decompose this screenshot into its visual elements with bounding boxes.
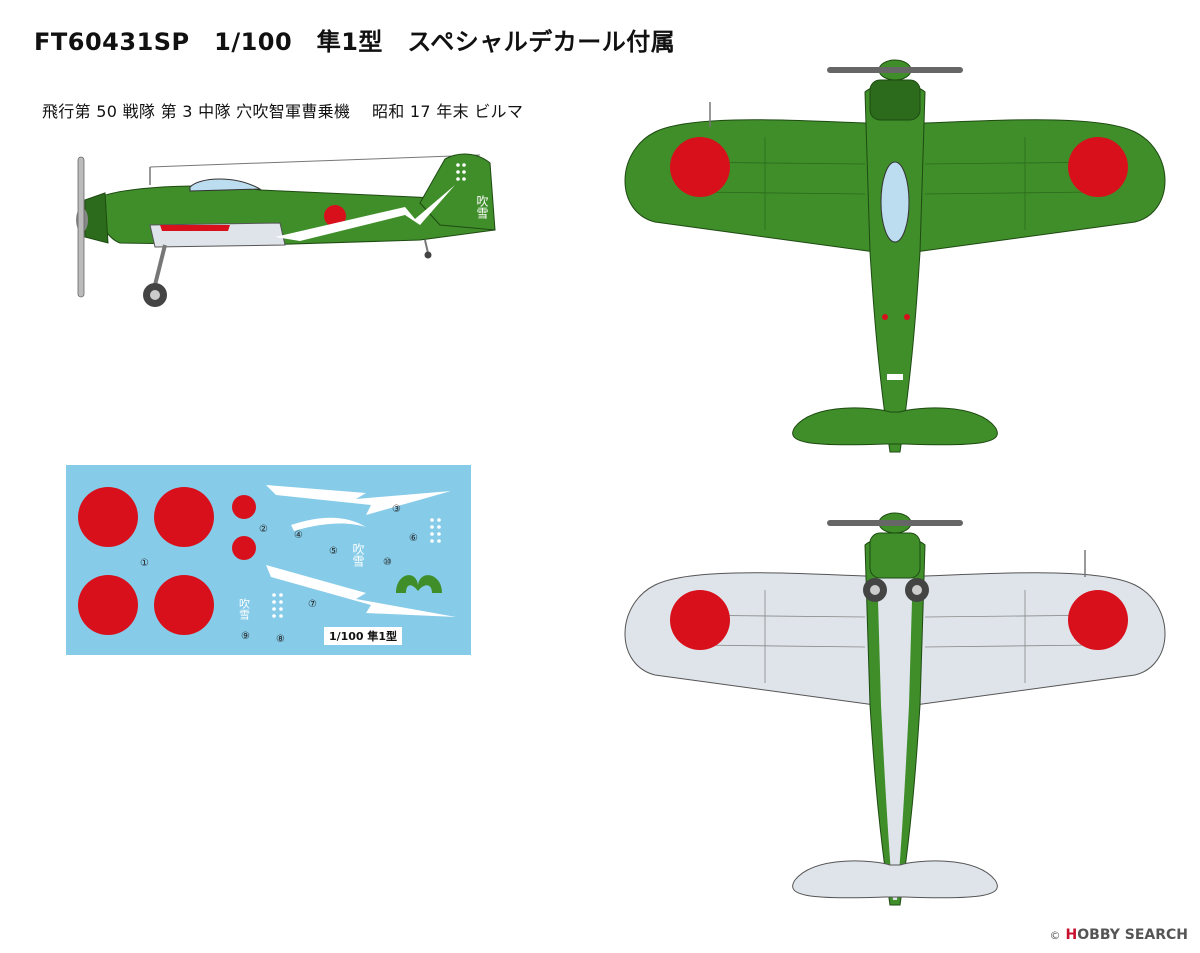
hinomaru-icon — [1068, 137, 1128, 197]
hinomaru-decal — [78, 487, 138, 547]
propeller-icon — [827, 59, 963, 81]
lightning-bolt-icon — [275, 185, 455, 241]
hinomaru-icon — [670, 590, 730, 650]
wheel-icon — [905, 578, 929, 602]
decal-number: ⑤ — [329, 546, 338, 557]
decal-number: ⑨ — [241, 631, 250, 642]
lightning-bolt-icon — [266, 485, 451, 515]
decal-number: ① — [140, 558, 149, 569]
propeller-icon — [76, 156, 88, 298]
hinomaru-decal — [78, 575, 138, 635]
brand-name: OBBY SEARCH — [1077, 927, 1188, 943]
wheel-icon — [863, 578, 887, 602]
decal-number: ⑧ — [276, 634, 285, 645]
decal-number: ⑥ — [409, 533, 418, 544]
decal-nose-art: 吹雪 — [351, 543, 365, 568]
decal-number: ⑦ — [308, 599, 317, 610]
side-nose-art: 吹雪 — [475, 195, 489, 220]
hinomaru-icon — [324, 205, 346, 227]
bottom-view-illustration — [624, 512, 1166, 906]
decal-number: ④ — [294, 530, 303, 541]
aircraft-caption: 飛行第 50 戦隊 第 3 中隊 穴吹智軍曹乗機 昭和 17 年末 ビルマ — [42, 102, 524, 121]
hinomaru-icon — [1068, 590, 1128, 650]
hinomaru-icon — [670, 137, 730, 197]
side-view-illustration: 吹雪 — [76, 153, 496, 307]
tail-decal — [396, 575, 442, 593]
top-view-illustration — [624, 59, 1166, 453]
decal-number: ② — [259, 524, 268, 535]
brand-prefix: H — [1065, 927, 1078, 943]
copyright-mark: © — [1049, 928, 1061, 942]
decal-sheet-label: 1/100 隼1型 — [329, 629, 397, 643]
decal-sheet: 吹雪 吹雪 ① ② ③ ④ ⑤ ⑥ ⑦ ⑧ ⑨ ⑩ 1/100 隼1型 — [66, 465, 471, 655]
decal-number: ③ — [392, 504, 401, 515]
wheel-icon — [143, 283, 167, 307]
hinomaru-decal — [154, 575, 214, 635]
decal-number: ⑩ — [383, 557, 392, 568]
propeller-icon — [827, 512, 963, 534]
page-title: FT60431SP 1/100 隼1型 スペシャルデカール付属 — [34, 28, 676, 56]
hinomaru-decal — [232, 495, 256, 519]
hinomaru-decal — [232, 536, 256, 560]
hinomaru-decal — [154, 487, 214, 547]
decal-nose-art: 吹雪 — [238, 598, 251, 621]
